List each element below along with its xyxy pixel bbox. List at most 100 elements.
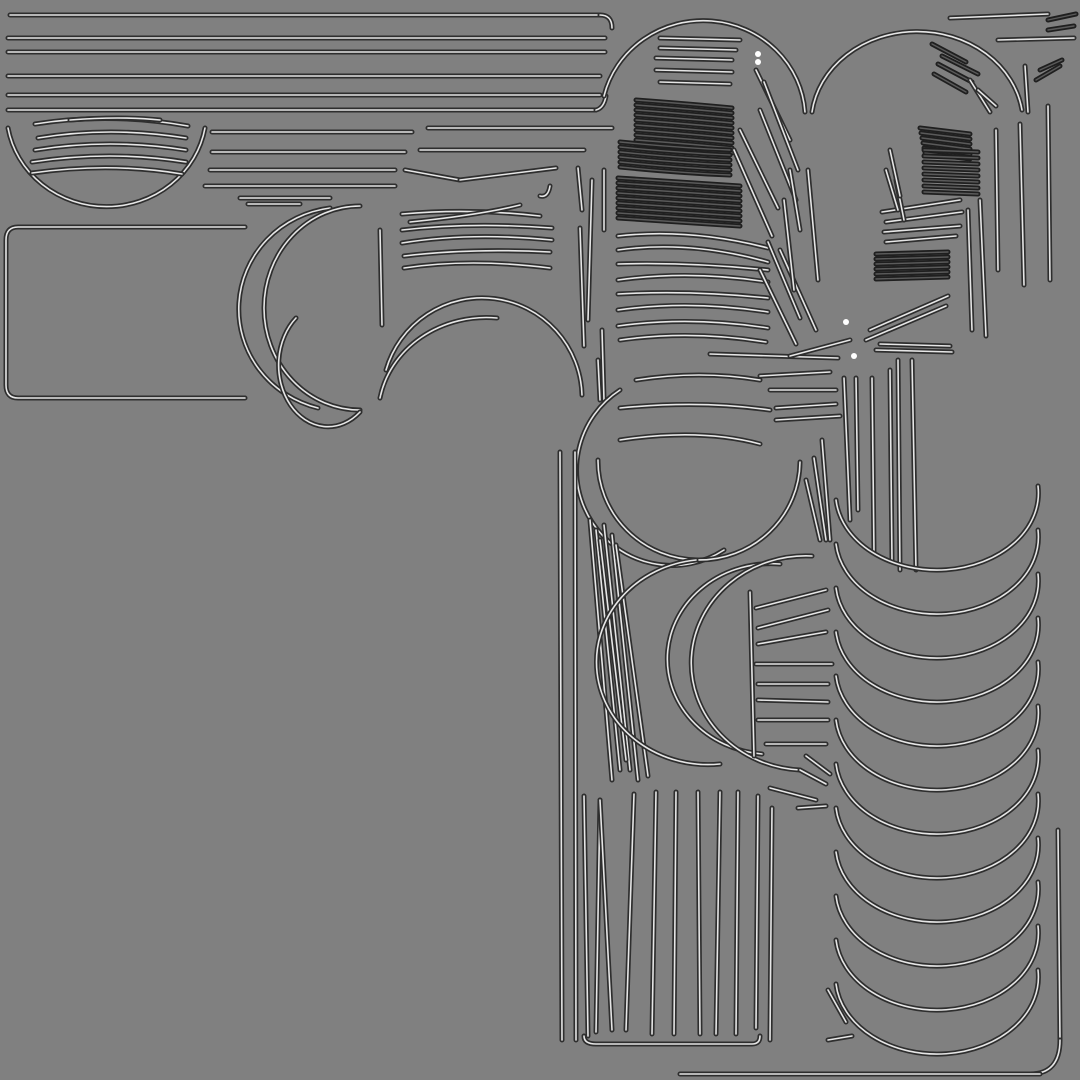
uv-strip xyxy=(895,357,903,573)
uv-strip xyxy=(399,222,555,233)
uv-strip xyxy=(803,753,833,777)
uv-strip xyxy=(867,293,951,333)
uv-strip xyxy=(833,879,1041,969)
uv-strip xyxy=(755,629,829,647)
uv-strip xyxy=(909,357,919,573)
uv-strip xyxy=(921,153,981,161)
uv-strip xyxy=(863,303,949,343)
uv-strip xyxy=(399,208,543,219)
uv-strip xyxy=(833,967,1041,1057)
uv-strip xyxy=(35,129,189,141)
uv-strip xyxy=(767,805,775,1043)
uv-strip xyxy=(919,135,973,147)
uv-strip xyxy=(649,789,659,1037)
uv-strip xyxy=(887,367,895,563)
uv-strip xyxy=(1045,23,1077,33)
uv-strip xyxy=(707,351,841,361)
uv-strip xyxy=(993,127,1001,273)
uv-strip xyxy=(787,167,803,233)
uv-strip xyxy=(965,207,975,333)
uv-strip xyxy=(236,205,333,411)
uv-strip xyxy=(615,195,743,209)
uv-strip xyxy=(633,107,735,121)
uv-strip xyxy=(593,797,603,1035)
uv-strip xyxy=(873,254,951,262)
uv-strip xyxy=(615,200,743,214)
uv-strip xyxy=(873,269,951,277)
uv-strip xyxy=(995,35,1077,43)
uv-strip xyxy=(276,315,363,430)
uv-strip xyxy=(1017,121,1027,288)
uv-strip xyxy=(1055,827,1063,1043)
uv-strip xyxy=(399,234,555,246)
uv-strip xyxy=(883,233,959,245)
uv-strip xyxy=(615,244,771,265)
uv-strip xyxy=(1045,11,1079,23)
uv-strip xyxy=(787,337,853,359)
uv-strip xyxy=(1037,57,1065,73)
uv-strip xyxy=(755,607,831,631)
uv-strip xyxy=(939,53,981,77)
uv-strip xyxy=(833,527,1041,617)
uv-strip xyxy=(931,71,969,95)
uv-strip xyxy=(773,413,843,423)
uv-strip xyxy=(615,261,771,273)
uv-strip xyxy=(757,267,799,347)
uv-strip xyxy=(773,401,839,411)
uv-strip xyxy=(633,132,735,146)
uv-strip xyxy=(917,125,973,137)
uv-strip xyxy=(633,127,735,141)
uv-strip xyxy=(935,61,975,85)
uv-strip xyxy=(797,767,829,787)
uv-strip xyxy=(873,274,951,282)
uv-strip xyxy=(833,571,1041,661)
uv-strip xyxy=(671,789,679,1037)
uv-strip xyxy=(881,223,963,235)
uv-strip xyxy=(921,189,981,197)
uv-strip xyxy=(633,122,735,136)
uv-strip xyxy=(615,190,743,204)
uv-strip xyxy=(883,209,965,225)
uv-strip xyxy=(873,347,955,355)
uv-strip xyxy=(67,115,163,123)
uv-strip xyxy=(581,793,591,1039)
uv-strip xyxy=(869,375,877,555)
uv-strip xyxy=(841,375,853,523)
uv-strip xyxy=(572,449,579,1043)
uv-strip xyxy=(29,153,189,165)
uv-strip xyxy=(777,247,819,333)
uv-strip xyxy=(615,231,771,251)
uv-strip xyxy=(577,225,587,349)
uv-strip xyxy=(1033,63,1063,83)
uv-strip xyxy=(633,102,735,116)
uv-strip xyxy=(615,302,771,315)
uv-strip xyxy=(617,164,733,178)
uv-strip xyxy=(633,372,763,383)
uv-strip xyxy=(731,147,775,239)
uv-vertex-mark xyxy=(851,353,857,359)
uv-strip xyxy=(833,923,1041,1013)
uv-strip xyxy=(401,248,553,259)
uv-strip xyxy=(883,167,901,213)
uv-strip xyxy=(657,79,733,87)
uv-strip xyxy=(615,180,743,194)
uv-strip xyxy=(615,290,771,301)
uv-strip xyxy=(873,249,951,257)
uv-strip xyxy=(617,144,733,158)
uv-strip xyxy=(261,203,363,413)
uv-strip xyxy=(615,272,771,285)
uv-strip xyxy=(947,11,1051,21)
uv-strip xyxy=(737,127,781,211)
uv-strip xyxy=(767,785,819,803)
uv-strip xyxy=(833,791,1041,881)
uv-strip xyxy=(615,185,743,199)
uv-strip xyxy=(615,215,743,229)
uv-strip xyxy=(575,165,585,213)
uv-strip xyxy=(601,18,808,115)
uv-strip xyxy=(733,789,741,1037)
uv-strip xyxy=(615,205,743,219)
uv-strip xyxy=(594,557,723,768)
uv-strip xyxy=(653,55,735,63)
uv-strip xyxy=(977,197,989,339)
uv-strip xyxy=(457,165,559,183)
